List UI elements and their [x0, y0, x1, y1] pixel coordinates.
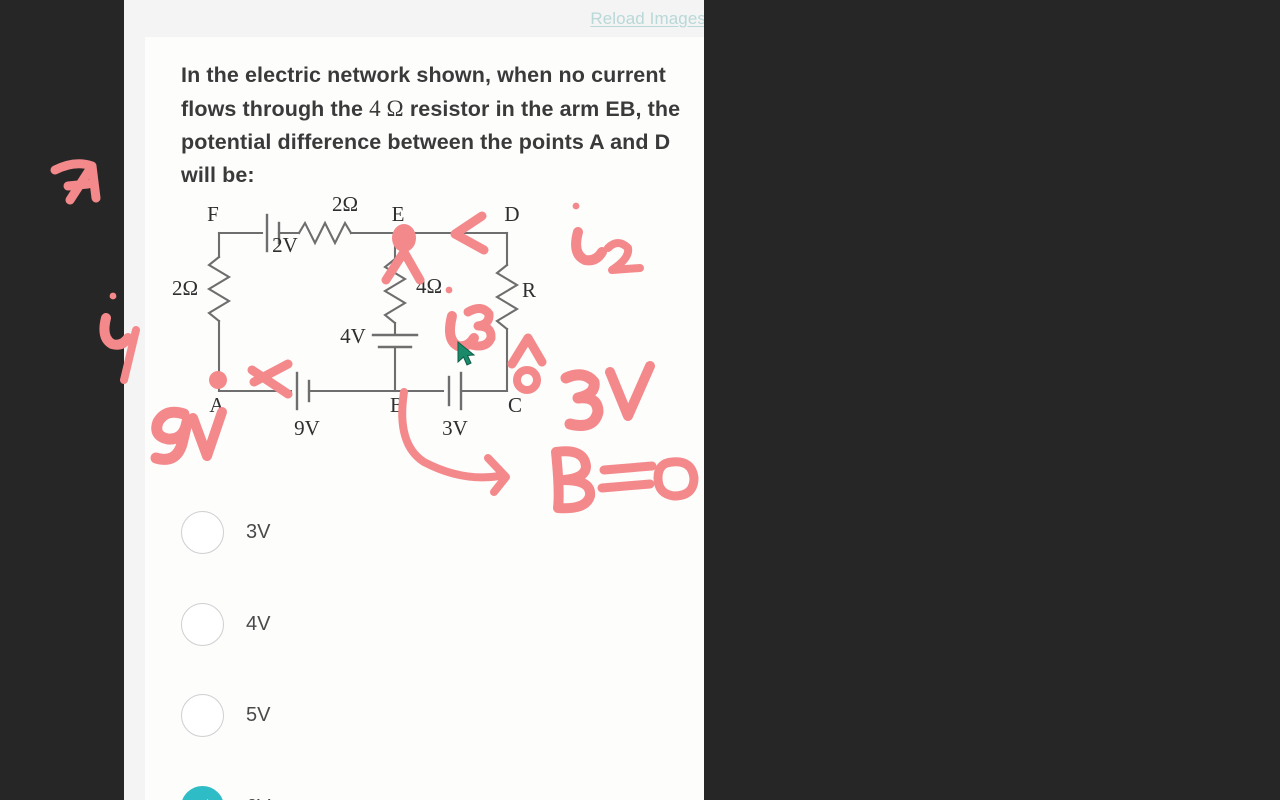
resistor-right-zigzag — [494, 263, 520, 331]
mouse-cursor-icon — [457, 340, 476, 366]
node-label-a: A — [209, 393, 225, 417]
question-text: In the electric network shown, when no c… — [181, 59, 704, 192]
option-label-3v: 3V — [246, 521, 271, 544]
resistor-left-zigzag — [206, 255, 232, 323]
node-label-c: C — [508, 393, 522, 417]
battery-top-label: 2V — [272, 233, 298, 257]
option-label-5v: 5V — [246, 704, 271, 727]
node-label-f: F — [207, 202, 219, 226]
radio-3v[interactable] — [181, 511, 224, 555]
option-row-3v[interactable]: 3V — [159, 487, 699, 579]
top-bar: Reload Images — [124, 0, 704, 37]
resistor-left-label: 2Ω — [172, 276, 198, 300]
circuit-diagram: F E D A B C 2Ω 2Ω 4Ω R 2V 4V 9V 3V — [167, 197, 587, 447]
resistor-middle-label: 4Ω — [416, 274, 442, 298]
resistor-right-label: R — [522, 278, 536, 302]
question-text-part1: In the electric network shown, when no c… — [181, 63, 666, 121]
question-card: In the electric network shown, when no c… — [145, 37, 704, 800]
resistor-middle-zigzag — [382, 257, 408, 325]
radio-5v[interactable] — [181, 694, 224, 738]
node-label-d: D — [504, 202, 519, 226]
option-label-4v: 4V — [246, 612, 271, 635]
question-resistor-value: 4 Ω — [369, 96, 404, 121]
node-label-b: B — [390, 393, 404, 417]
annotation-mark-a — [50, 159, 101, 205]
question-text-part2: resistor in the arm EB, the potential di… — [181, 97, 681, 187]
options-list: 3V 4V 5V — [159, 487, 699, 800]
battery-3v-label: 3V — [442, 416, 468, 440]
node-label-e: E — [392, 202, 405, 226]
option-row-6v[interactable]: 6V — [159, 762, 699, 800]
option-row-4v[interactable]: 4V — [159, 579, 699, 671]
resistor-top-zigzag — [297, 220, 353, 246]
resistor-top-label: 2Ω — [332, 197, 358, 216]
battery-mid-label: 4V — [340, 324, 366, 348]
annotation-i1-dot — [109, 292, 117, 300]
battery-9v-label: 9V — [294, 416, 320, 440]
radio-4v[interactable] — [181, 602, 224, 646]
content-column: Reload Images In the electric network sh… — [124, 0, 704, 800]
reload-images-link[interactable]: Reload Images — [590, 9, 704, 28]
option-label-6v: 6V — [246, 796, 270, 800]
option-row-5v[interactable]: 5V — [159, 670, 699, 762]
radio-6v[interactable] — [181, 785, 224, 800]
check-icon — [192, 795, 211, 800]
